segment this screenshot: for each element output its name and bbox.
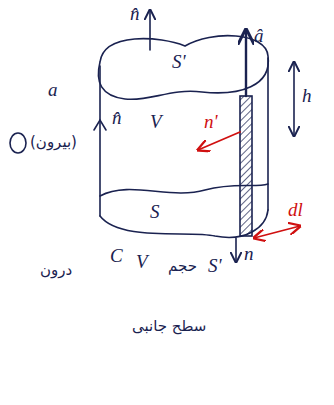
- diagram-label: درون: [40, 262, 72, 279]
- diagram-label: C: [110, 246, 123, 267]
- diagram-label: dl: [288, 200, 303, 221]
- diagram-label: S': [172, 52, 186, 73]
- diagram-label: â: [254, 26, 264, 47]
- diagram-label: سطح جانبی: [132, 318, 206, 335]
- diagram-label: S: [150, 202, 160, 223]
- diagram-label: h: [302, 86, 312, 107]
- diagram-label: حجم: [168, 258, 197, 275]
- diagram-label: n̂: [112, 108, 122, 129]
- diagram-label: S': [208, 256, 222, 277]
- diagram-label: V: [136, 252, 148, 273]
- diagram-label: V: [150, 112, 162, 133]
- diagram-label: n̂: [130, 4, 140, 25]
- diagram-label: (بیرون): [30, 134, 77, 151]
- diagram-label: n: [244, 244, 254, 265]
- diagram-label: a: [48, 80, 58, 101]
- diagram-label: n': [204, 112, 218, 133]
